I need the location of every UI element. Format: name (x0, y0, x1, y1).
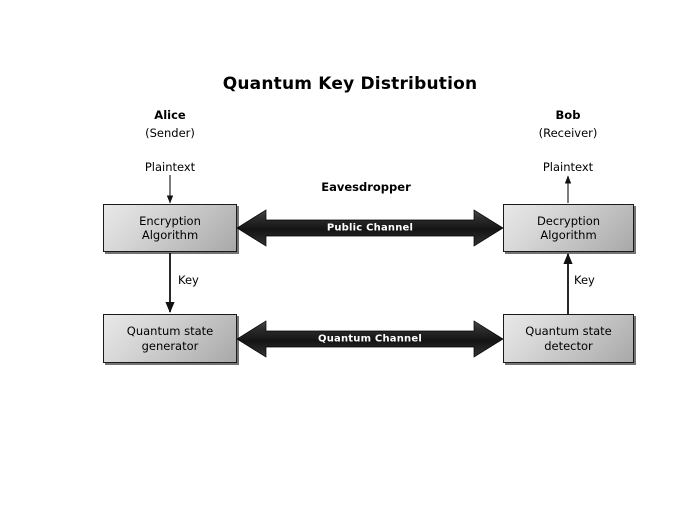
box-detector-line2: detector (544, 338, 593, 353)
eavesdropper-label: Eavesdropper (321, 180, 411, 194)
box-quantum-state-detector[interactable]: Quantum state detector (503, 314, 634, 363)
box-encryption-line2: Algorithm (141, 228, 199, 242)
box-quantum-state-generator[interactable]: Quantum state generator (103, 314, 237, 363)
key-left-label: Key (178, 273, 199, 287)
box-decryption-line2: Algorithm (540, 228, 597, 242)
quantum-channel-label: Quantum Channel (318, 333, 422, 345)
page-title: Quantum Key Distribution (222, 74, 478, 94)
box-encryption-algorithm[interactable]: Encryption Algorithm (103, 204, 237, 252)
box-decryption-algorithm[interactable]: Decryption Algorithm (503, 204, 634, 252)
party-name-alice: Alice (154, 108, 186, 122)
public-channel-label: Public Channel (326, 222, 414, 234)
box-encryption-line1: Encryption (139, 213, 201, 228)
party-role-bob: (Receiver) (538, 126, 598, 140)
box-generator-line2: generator (141, 338, 199, 353)
box-decryption-line1: Decryption (536, 213, 601, 228)
key-right-label: Key (574, 273, 595, 287)
plaintext-in-label: Plaintext (144, 160, 196, 174)
box-detector-line1: Quantum state (525, 324, 612, 339)
plaintext-out-label: Plaintext (542, 160, 594, 174)
box-generator-line1: Quantum state (126, 324, 214, 339)
party-role-alice: (Sender) (145, 126, 195, 140)
party-name-bob: Bob (555, 108, 581, 122)
